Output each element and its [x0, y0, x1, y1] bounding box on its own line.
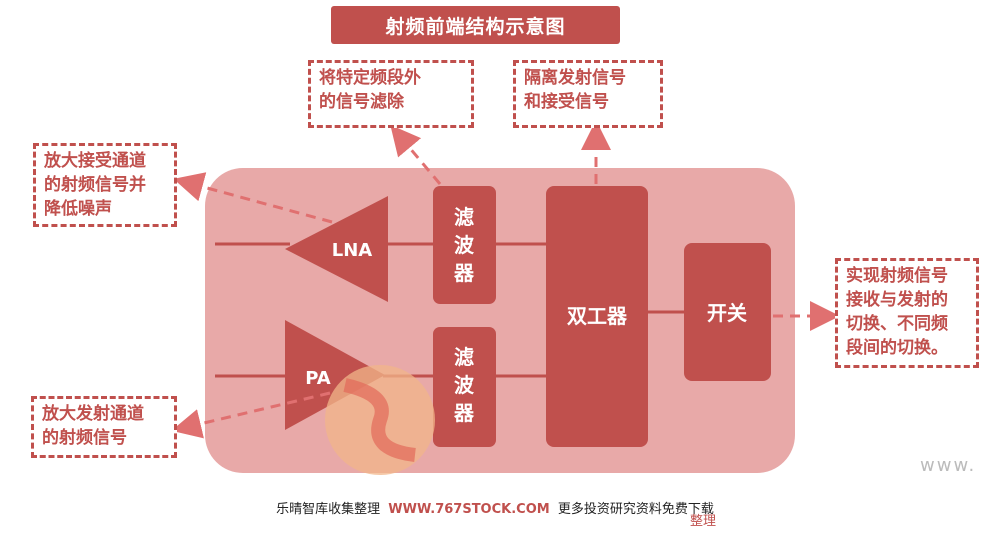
pa-note-line-1: 放大发射通道: [42, 404, 144, 424]
switch-note-line-4: 段间的切换。: [846, 338, 948, 358]
pa-note: 放大发射通道 的射频信号: [31, 396, 177, 458]
switch-note: 实现射频信号 接收与发射的 切换、不同频 段间的切换。: [835, 258, 979, 368]
switch-note-line-3: 切换、不同频: [846, 314, 948, 334]
pa-note-line-2: 的射频信号: [42, 428, 127, 448]
filter-bottom: [433, 327, 496, 447]
filter-top-char-3: 器: [453, 261, 475, 285]
footer-prefix: 乐晴智库收集整理: [276, 502, 381, 517]
filter-top-char-1: 滤: [454, 205, 474, 229]
arrow-lna-note: [173, 172, 333, 224]
filter-note: 将特定频段外 的信号滤除: [308, 60, 474, 128]
pa-amplifier: [285, 320, 385, 430]
duplexer-note: 隔离发射信号 和接受信号: [513, 60, 663, 128]
arrow-pa-note: [171, 391, 331, 439]
pa-label: PA: [305, 368, 331, 389]
lna-note-line-1: 放大接受通道: [44, 151, 146, 171]
duplexer-note-line-2: 和接受信号: [524, 92, 609, 112]
switch-block: [684, 243, 771, 381]
lna-note-line-2: 的射频信号并: [44, 175, 146, 195]
duplexer-label: 双工器: [567, 304, 628, 328]
footer-suffix: 更多投资研究资料免费下载: [557, 502, 714, 517]
filter-bottom-char-2: 波: [454, 373, 475, 397]
decorative-logo-swirl: [343, 378, 416, 462]
watermark-text: www.: [920, 455, 977, 476]
footer-tail: 整理: [690, 514, 717, 529]
filter-note-line-1: 将特定频段外: [319, 68, 421, 88]
filter-bottom-char-1: 滤: [454, 345, 474, 369]
arrow-filter-note: [390, 124, 442, 185]
filter-note-line-2: 的信号滤除: [319, 92, 404, 112]
footer-url[interactable]: WWW.767STOCK.COM: [388, 502, 550, 517]
duplexer-note-line-1: 隔离发射信号: [524, 68, 626, 88]
duplexer-block: [546, 186, 648, 447]
lna-note-line-3: 降低噪声: [44, 199, 112, 219]
filter-bottom-char-3: 器: [453, 401, 475, 425]
filter-top: [433, 186, 496, 304]
switch-note-line-1: 实现射频信号: [846, 266, 948, 286]
lna-amplifier: [285, 196, 388, 302]
footer: 乐晴智库收集整理 WWW.767STOCK.COM 更多投资研究资料免费下载: [0, 498, 990, 517]
lna-label: LNA: [332, 240, 373, 261]
diagram-title: 射频前端结构示意图: [331, 6, 620, 44]
switch-note-line-2: 接收与发射的: [846, 290, 948, 310]
switch-label: 开关: [707, 301, 747, 325]
lna-note: 放大接受通道 的射频信号并 降低噪声: [33, 143, 177, 227]
filter-top-char-2: 波: [454, 233, 475, 257]
